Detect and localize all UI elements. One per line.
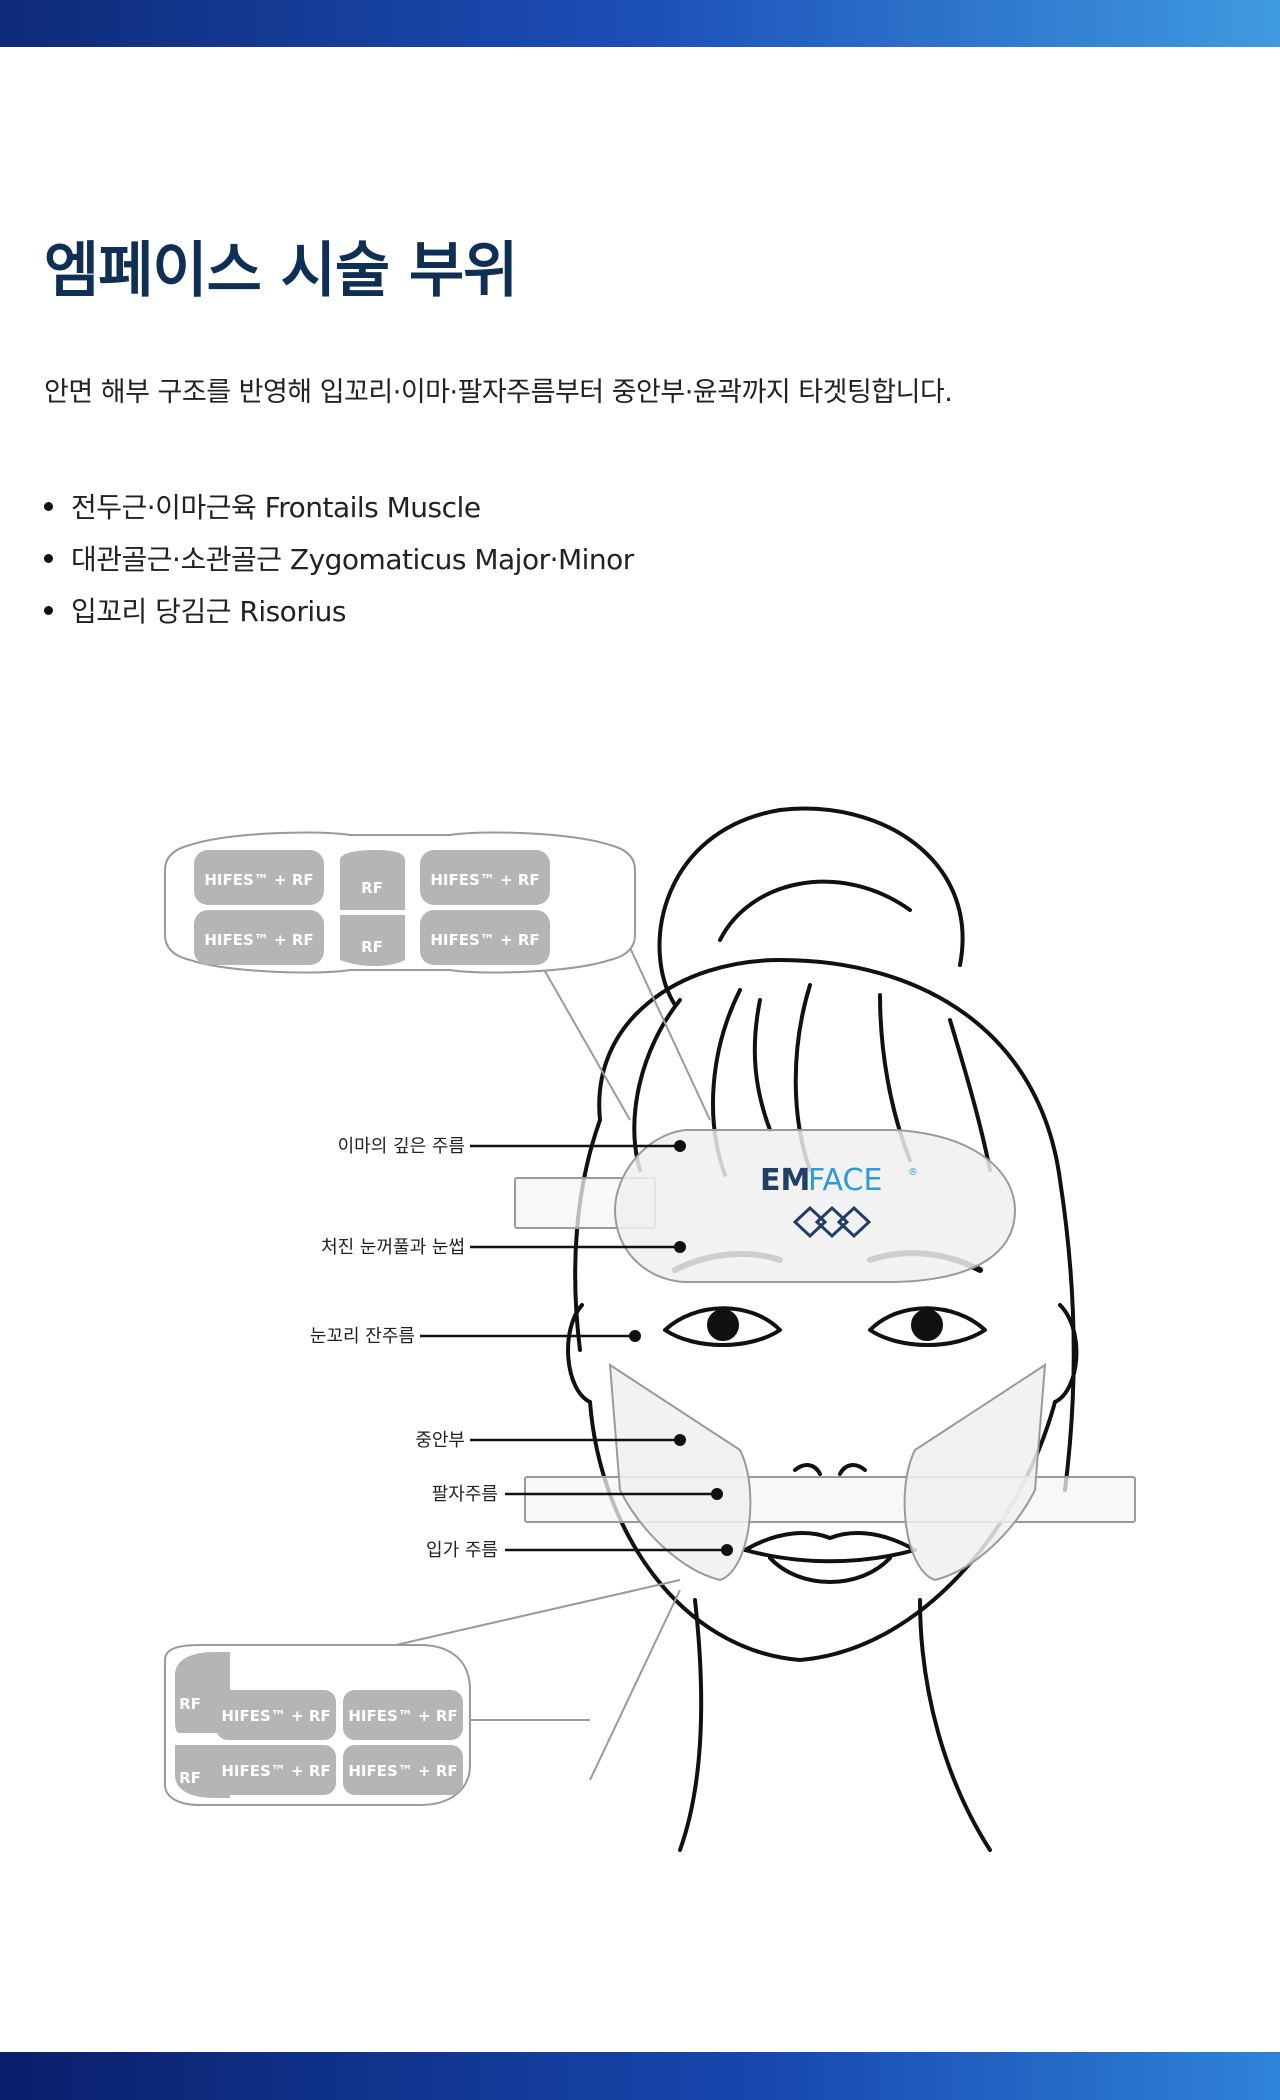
forehead-pad-cell xyxy=(420,850,550,905)
forehead-pad-cell-label: HIFES™ + RF xyxy=(204,931,313,949)
cheek-pad-cell-label: HIFES™ + RF xyxy=(348,1707,457,1725)
cheek-pad-cell xyxy=(216,1690,336,1740)
callout-group: 이마의 깊은 주름 처진 눈꺼풀과 눈썹 눈꼬리 잔주름 중안부 팔자주름 입가… xyxy=(310,1136,733,1561)
cheek-pad-detail: RF HIFES™ + RF HIFES™ + RF RF HIFES™ + R… xyxy=(164,1644,471,1806)
leader-lines xyxy=(420,1144,727,1552)
face-outline-drawing xyxy=(566,806,1079,1852)
btl-logo-icon xyxy=(792,1205,872,1239)
callout-label: 처진 눈꺼풀과 눈썹 xyxy=(321,1237,465,1258)
top-banner xyxy=(0,0,1280,47)
bottom-banner xyxy=(0,2052,1280,2100)
forehead-pad-detail: HIFES™ + RF RF HIFES™ + RF HIFES™ + RF R… xyxy=(164,831,636,974)
list-item-text: 전두근·이마근육 Frontails Muscle xyxy=(71,491,481,524)
callout-dots xyxy=(629,1140,733,1556)
cheek-pad-cell xyxy=(343,1690,463,1740)
cheek-applicator xyxy=(524,1363,1136,1582)
target-muscle-list: 전두근·이마근육 Frontails Muscle 대관골근·소관골근 Zygo… xyxy=(44,482,634,638)
cheek-pad-cell-label: RF xyxy=(179,1695,201,1713)
list-item: 입꼬리 당김근 Risorius xyxy=(44,586,634,638)
forehead-applicator-pad xyxy=(613,1129,1017,1283)
cheek-pad-cell xyxy=(343,1745,463,1795)
treatment-area-diagram: EM FACE ® HIFES™ + RF RF HIFES™ + RF HIF… xyxy=(120,790,1140,1890)
cheek-pad-cell-label: RF xyxy=(179,1769,201,1787)
forehead-pad-cell-label: HIFES™ + RF xyxy=(204,871,313,889)
left-cheek-pad xyxy=(608,1363,752,1582)
callout-label: 이마의 깊은 주름 xyxy=(338,1136,465,1157)
callout-label: 중안부 xyxy=(415,1430,465,1451)
emface-logo-face: FACE xyxy=(808,1163,882,1198)
forehead-pad-cell-label: RF xyxy=(361,879,383,897)
applicator-handle xyxy=(524,1476,1136,1523)
forehead-pad-cell xyxy=(340,915,405,966)
forehead-applicator: EM FACE ® xyxy=(514,1129,1017,1283)
forehead-pad-cell xyxy=(194,910,324,965)
registered-mark: ® xyxy=(908,1167,918,1178)
forehead-pad-cell xyxy=(420,910,550,965)
page-subtitle: 안면 해부 구조를 반영해 입꼬리·이마·팔자주름부터 중안부·윤곽까지 타겟팅… xyxy=(44,377,953,408)
cheek-pad-cell xyxy=(216,1745,336,1795)
bullet-icon xyxy=(44,553,53,563)
forehead-pad-cell xyxy=(194,850,324,905)
callout-label: 팔자주름 xyxy=(432,1484,498,1505)
bullet-icon xyxy=(44,501,53,511)
forehead-pad-cell-label: HIFES™ + RF xyxy=(430,871,539,889)
cheek-pad-cell-label: HIFES™ + RF xyxy=(221,1707,330,1725)
callout-label: 눈꼬리 잔주름 xyxy=(310,1326,415,1347)
page-title: 엠페이스 시술 부위 xyxy=(44,236,518,306)
forehead-pad-cell xyxy=(340,850,405,910)
zoom-lines xyxy=(329,839,711,1781)
list-item: 전두근·이마근육 Frontails Muscle xyxy=(44,482,634,534)
right-cheek-pad xyxy=(903,1363,1047,1582)
bullet-icon xyxy=(44,605,53,615)
list-item: 대관골근·소관골근 Zygomaticus Major·Minor xyxy=(44,534,634,586)
emface-logo-em: EM xyxy=(760,1163,810,1198)
forehead-pad-cell-label: HIFES™ + RF xyxy=(430,931,539,949)
face-illustration: EM FACE ® HIFES™ + RF RF HIFES™ + RF HIF… xyxy=(164,806,1136,1852)
list-item-text: 대관골근·소관골근 Zygomaticus Major·Minor xyxy=(71,543,634,576)
list-item-text: 입꼬리 당김근 Risorius xyxy=(71,595,346,628)
forehead-pad-cell-label: RF xyxy=(361,938,383,956)
callout-label: 입가 주름 xyxy=(426,1540,498,1561)
cheek-pad-cell-label: HIFES™ + RF xyxy=(221,1762,330,1780)
cheek-pad-cell-label: HIFES™ + RF xyxy=(348,1762,457,1780)
